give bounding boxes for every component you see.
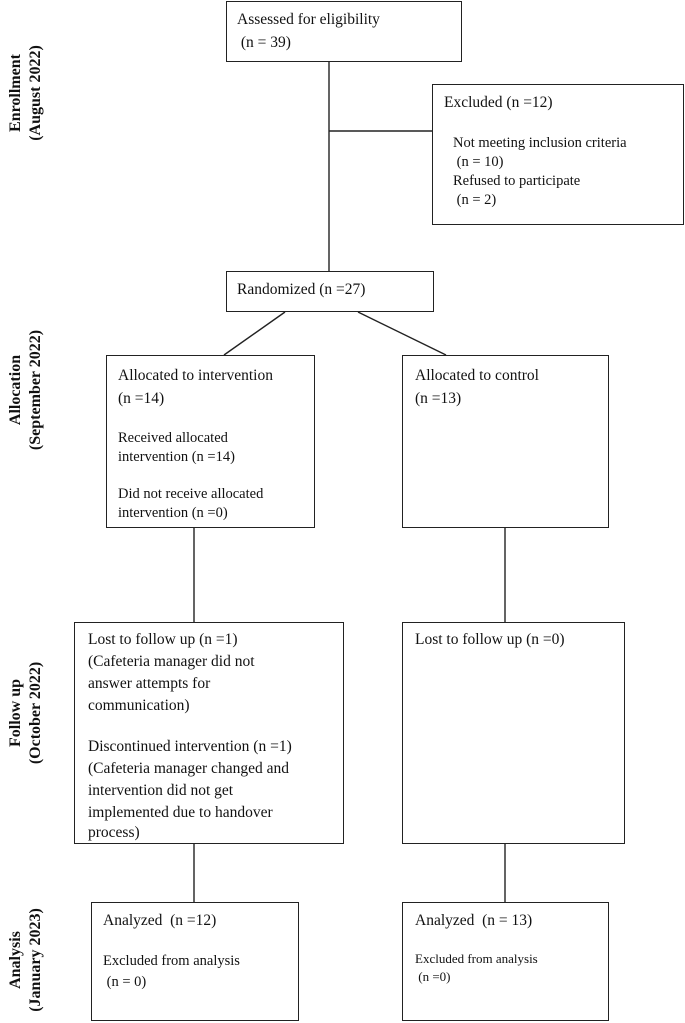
connector-randomized-right <box>357 311 447 356</box>
lost-reason-line-3: communication) <box>88 697 190 714</box>
randomized-box: Randomized (n =27) <box>226 271 434 312</box>
excluded-analysis-control: Excluded from analysis <box>415 951 538 966</box>
excluded-analysis-intervention: Excluded from analysis <box>103 953 240 969</box>
followup-intervention-box: Lost to follow up (n =1) (Cafeteria mana… <box>74 622 344 844</box>
assessed-count: (n = 39) <box>237 34 291 51</box>
analysis-control-box: Analyzed (n = 13) Excluded from analysis… <box>402 902 609 1021</box>
excluded-reason-1-count: (n = 10) <box>453 154 504 170</box>
phase-allocation: Allocation (September 2022) <box>7 329 44 451</box>
excluded-analysis-intervention-count: (n = 0) <box>103 974 147 990</box>
assessed-title: Assessed for eligibility <box>237 11 380 28</box>
excluded-reason-2: Refused to participate <box>453 173 581 189</box>
discontinued-reason-line-1: (Cafeteria manager changed and <box>88 760 289 777</box>
phase-analysis: Analysis (January 2023) <box>7 908 44 1012</box>
not-received-intervention-count: intervention (n =0) <box>118 505 228 521</box>
excluded-reason-2-count: (n = 2) <box>453 192 497 208</box>
randomized-label: Randomized (n =27) <box>237 281 366 298</box>
discontinued-reason-line-2: intervention did not get <box>88 782 234 799</box>
phase-followup: Follow up (October 2022) <box>7 661 44 765</box>
excluded-title: Excluded (n =12) <box>444 94 553 111</box>
lost-reason-line-2: answer attempts for <box>88 675 211 692</box>
lost-followup-control: Lost to follow up (n =0) <box>415 631 565 648</box>
lost-followup-intervention: Lost to follow up (n =1) <box>88 631 238 648</box>
connector-randomized-left <box>223 311 286 356</box>
discontinued-intervention: Discontinued intervention (n =1) <box>88 738 292 755</box>
allocated-intervention-count: (n =14) <box>118 390 165 407</box>
allocated-control-box: Allocated to control (n =13) <box>402 355 609 528</box>
analyzed-control: Analyzed (n = 13) <box>415 912 533 929</box>
followup-control-box: Lost to follow up (n =0) <box>402 622 625 844</box>
not-received-intervention: Did not receive allocated <box>118 486 264 502</box>
lost-reason-line-1: (Cafeteria manager did not <box>88 653 255 670</box>
excluded-box: Excluded (n =12) Not meeting inclusion c… <box>432 84 684 225</box>
received-intervention-count: intervention (n =14) <box>118 449 235 465</box>
excluded-analysis-control-count: (n =0) <box>415 969 451 984</box>
phase-enrollment: Enrollment (August 2022) <box>7 45 44 141</box>
allocated-control-title: Allocated to control <box>415 367 539 384</box>
analysis-intervention-box: Analyzed (n =12) Excluded from analysis … <box>91 902 299 1021</box>
discontinued-reason-line-4: process) <box>88 824 140 841</box>
analyzed-intervention: Analyzed (n =12) <box>103 912 217 929</box>
excluded-reason-1: Not meeting inclusion criteria <box>453 135 627 151</box>
assessed-box: Assessed for eligibility (n = 39) <box>226 1 462 62</box>
received-intervention: Received allocated <box>118 430 228 446</box>
allocated-intervention-box: Allocated to intervention (n =14) Receiv… <box>106 355 315 528</box>
allocated-intervention-title: Allocated to intervention <box>118 367 273 384</box>
allocated-control-count: (n =13) <box>415 390 462 407</box>
discontinued-reason-line-3: implemented due to handover <box>88 804 273 821</box>
